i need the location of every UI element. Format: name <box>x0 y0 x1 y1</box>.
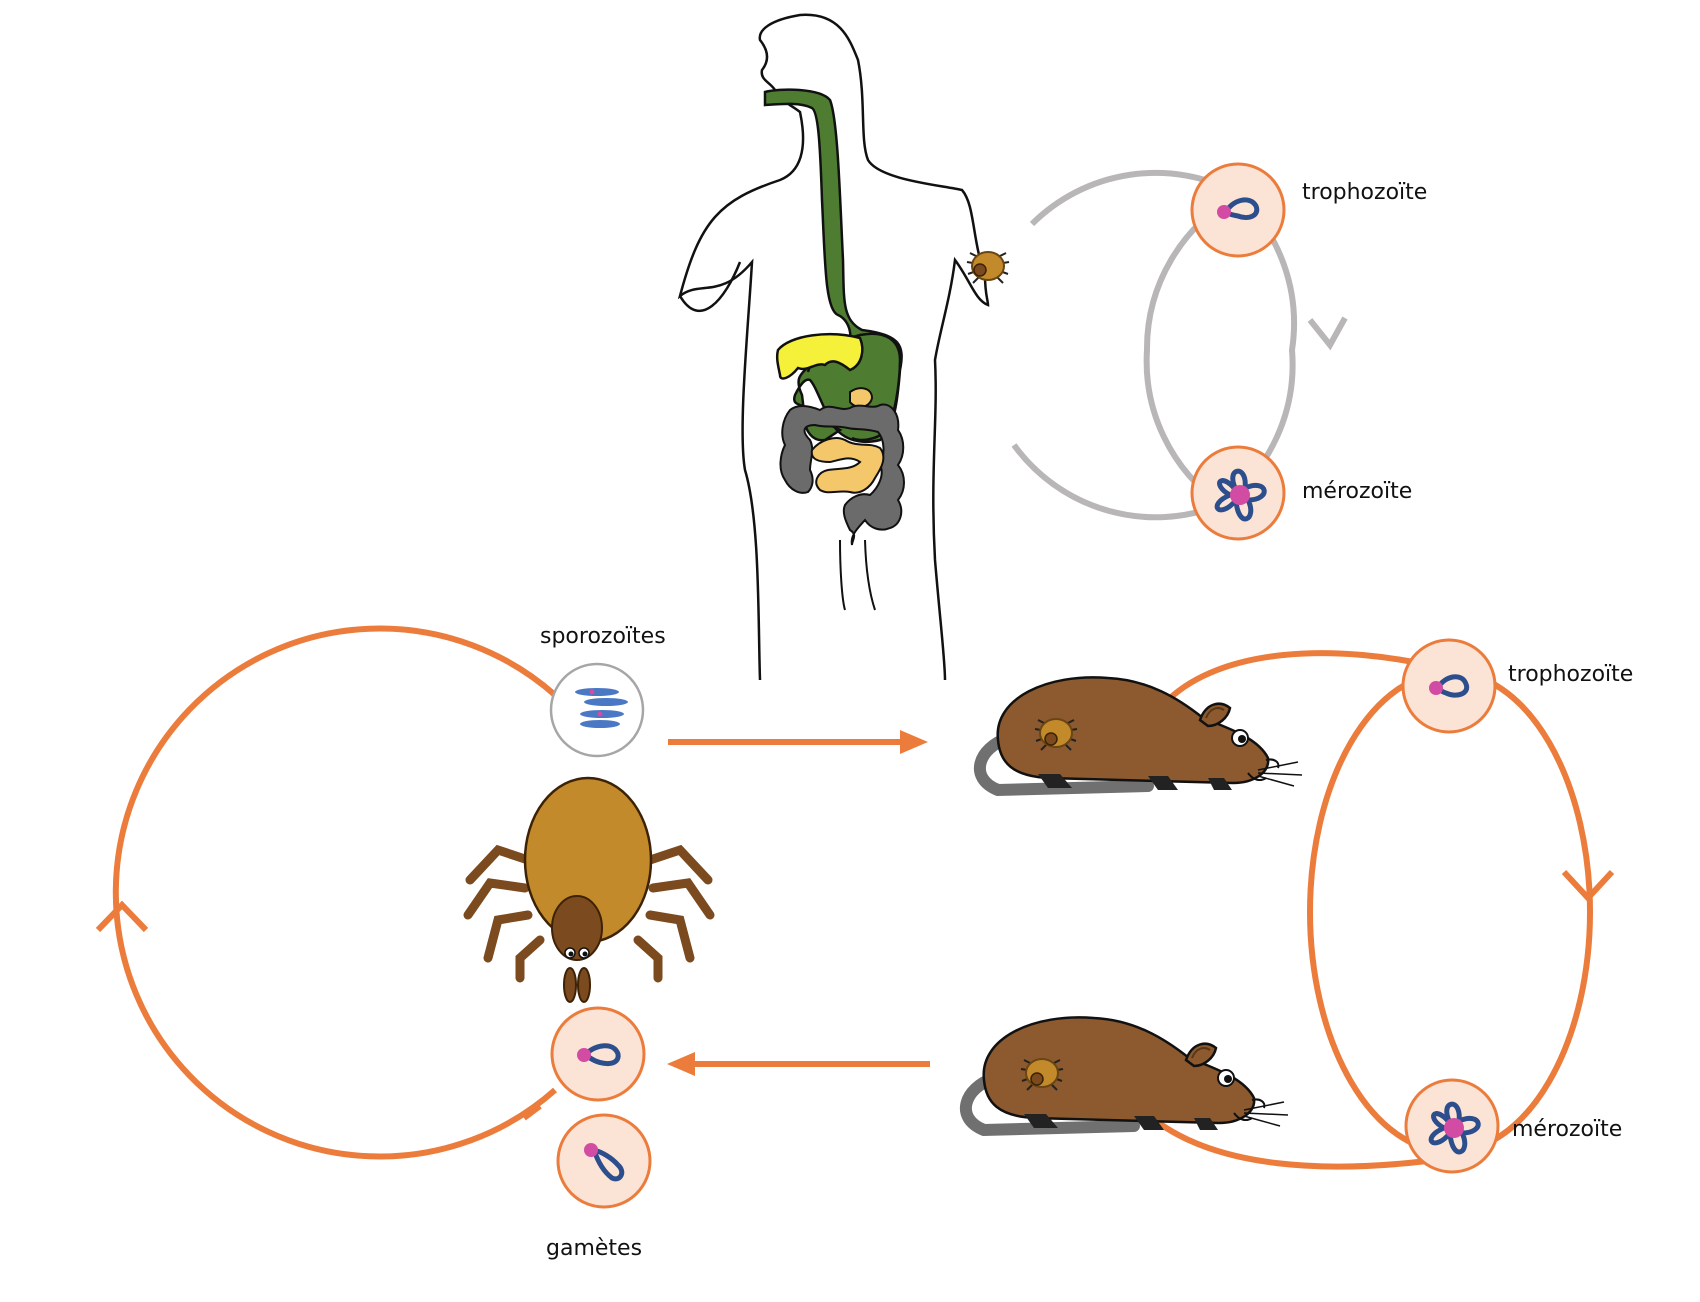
arrow-icon <box>1561 869 1615 903</box>
gallbladder <box>849 387 874 408</box>
gamete-parasite <box>582 1043 621 1066</box>
liver <box>775 332 864 380</box>
nucleus <box>1444 1118 1464 1138</box>
nucleus <box>577 1048 591 1062</box>
rodent-trophozoite-label: trophozoïte <box>1508 662 1633 687</box>
nucleus <box>584 1143 598 1157</box>
nucleus <box>1230 485 1250 505</box>
tick-on-human-icon <box>966 251 1010 284</box>
small-intestine <box>810 437 885 494</box>
arrow-icon <box>668 730 928 754</box>
esophagus-stomach <box>763 88 903 444</box>
human-cycle <box>1011 169 1348 521</box>
gamete-parasite <box>590 1146 625 1182</box>
nucleus <box>1217 205 1231 219</box>
merozoite-parasite <box>1428 1101 1481 1155</box>
human-trophozoite-label: trophozoïte <box>1302 180 1427 205</box>
sporozoites-label: sporozoïtes <box>540 624 666 649</box>
rodent-trophozoite-cell <box>1401 638 1497 734</box>
gamete-cell-1 <box>550 1006 646 1102</box>
arrow-icon <box>667 1052 930 1076</box>
tick-cycle <box>95 625 557 1160</box>
merozoite-parasite <box>1214 468 1267 522</box>
arrow-icon <box>1307 316 1348 351</box>
rodent-icon <box>966 1017 1288 1130</box>
tick-icon <box>463 776 715 1003</box>
rodent-merozoite-label: mérozoïte <box>1512 1117 1622 1142</box>
rodent-merozoite-cell <box>1404 1078 1500 1174</box>
sporozoites-cell <box>549 662 645 758</box>
gamete-cell-2 <box>556 1113 652 1209</box>
human-trophozoite-cell <box>1190 162 1286 258</box>
rodent-icon <box>980 677 1302 790</box>
nucleus <box>1429 681 1443 695</box>
rodent-cycle <box>1143 650 1615 1170</box>
gametes-label: gamètes <box>546 1236 642 1261</box>
human-merozoite-label: mérozoïte <box>1302 479 1412 504</box>
arrow-icon <box>95 900 149 933</box>
human-body-icon <box>677 13 990 681</box>
human-merozoite-cell <box>1190 445 1286 541</box>
colon <box>779 403 905 546</box>
